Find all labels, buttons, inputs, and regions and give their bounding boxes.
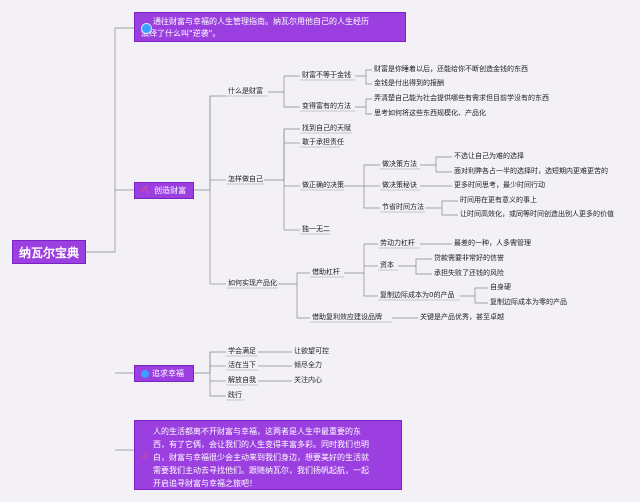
wealth-node[interactable]: ⛏ 创造财富 xyxy=(134,182,194,199)
node-capital[interactable]: 资本 xyxy=(380,261,394,269)
node-free-self[interactable]: 解放自我 xyxy=(228,376,256,384)
globe-icon xyxy=(141,369,149,378)
node-be-yourself[interactable]: 怎样做自己 xyxy=(228,175,263,183)
summary-box: ♨ 人的生活都离不开财富与幸福，这两者是人生中最重要的东 西，有了它俩，会让我们… xyxy=(134,420,402,490)
globe-icon xyxy=(141,23,152,34)
intro-box: 通往财富与幸福的人生管理指南。纳瓦尔用他自己的人生经历 演绎了什么叫"逆袭"。 xyxy=(134,12,406,42)
leaf-text: 复制边际成本为零的产品 xyxy=(490,298,567,306)
leaf-text: 思考如何将这些东西规模化、产品化 xyxy=(374,109,486,117)
leaf-text: 不选让自己为难的选择 xyxy=(454,152,524,160)
node-zero-marginal-cost[interactable]: 复制边际成本为0的产品 xyxy=(380,291,455,299)
intro-text-2: 演绎了什么叫"逆袭"。 xyxy=(141,29,221,38)
leaf-text: 更多时间思考，最少时间行动 xyxy=(454,181,545,189)
summary-line: 人的生活都离不开财富与幸福，这两者是人生中最重要的东 xyxy=(153,427,361,436)
pickaxe-icon: ⛏ xyxy=(141,186,152,195)
root-label: 纳瓦尔宝典 xyxy=(18,245,79,260)
leaf-text: 让时间高效化，或同等时间创造出别人更多的价值 xyxy=(460,210,614,218)
leaf-text: 时间用在更有意义的事上 xyxy=(460,196,537,204)
node-decision-secret[interactable]: 做决策秘诀 xyxy=(382,181,417,189)
summary-line: 需要我们主动去寻找他们。跟随纳瓦尔，我们扬帆起航，一起 xyxy=(153,466,369,475)
summary-line: 西，有了它俩，会让我们的人生变得丰富多彩。同时我们也明 xyxy=(153,440,369,449)
node-find-talent[interactable]: 找到自己的天赋 xyxy=(302,124,351,132)
leaf-text: 承担失败了还钱的风险 xyxy=(434,269,504,277)
leaf-text: 财富是你睡着以后，还能给你不断创造金钱的东西 xyxy=(374,65,528,73)
leaf-text: 让欲望可控 xyxy=(294,347,329,355)
node-leverage[interactable]: 借助杠杆 xyxy=(312,268,340,276)
leaf-text: 最差的一种，人多需管理 xyxy=(454,239,531,247)
node-present[interactable]: 活在当下 xyxy=(228,361,256,369)
node-right-decisions[interactable]: 做正确的决策 xyxy=(302,181,344,189)
leaf-text: 关键是产品优秀，甚至卓越 xyxy=(420,313,504,321)
node-save-time[interactable]: 节省时间方法 xyxy=(382,203,424,211)
leaf-text: 倾尽全力 xyxy=(294,361,322,369)
leaf-text: 金钱是付出得到的报酬 xyxy=(374,79,444,87)
leaf-text: 面对利弊各占一半的选择时，选短期内更难更苦的 xyxy=(454,167,608,175)
node-practice[interactable]: 践行 xyxy=(228,391,242,399)
leaf-text: 自身硬 xyxy=(490,283,511,291)
node-contentment[interactable]: 学会满足 xyxy=(228,347,256,355)
leaf-text: 贷款需要非常好的信誉 xyxy=(434,254,504,262)
node-labor-leverage[interactable]: 劳动力杠杆 xyxy=(380,239,415,247)
node-wealth-not-money[interactable]: 财富不等于金钱 xyxy=(302,71,351,79)
fire-icon: ♨ xyxy=(141,451,150,461)
node-brand[interactable]: 借助复利效应建设品牌 xyxy=(312,313,382,321)
intro-text-1: 通往财富与幸福的人生管理指南。纳瓦尔用他自己的人生经历 xyxy=(153,17,369,26)
summary-line: 开启追寻财富与幸福之旅吧！ xyxy=(153,479,257,488)
leaf-text: 弄清楚自己能为社会提供哪些有需求但目前学没有的东西 xyxy=(374,94,549,102)
node-what-is-wealth[interactable]: 什么是财富 xyxy=(228,87,263,95)
summary-line: 白，财富与幸福很少会主动来到我们身边，想要美好的生活就 xyxy=(153,453,369,462)
happiness-label: 追求幸福 xyxy=(152,369,184,378)
node-decision-method[interactable]: 做决策方法 xyxy=(382,160,417,168)
happiness-node[interactable]: 追求幸福 xyxy=(134,365,194,382)
node-productize[interactable]: 如何实现产品化 xyxy=(228,279,277,287)
wealth-label: 创造财富 xyxy=(154,186,187,195)
root-node[interactable]: 纳瓦尔宝典 xyxy=(12,240,86,264)
node-get-rich-method[interactable]: 变得富有的方法 xyxy=(302,102,351,110)
leaf-text: 关注内心 xyxy=(294,376,322,384)
node-take-responsibility[interactable]: 敢于承担责任 xyxy=(302,138,344,146)
node-unique[interactable]: 独一无二 xyxy=(302,225,330,233)
